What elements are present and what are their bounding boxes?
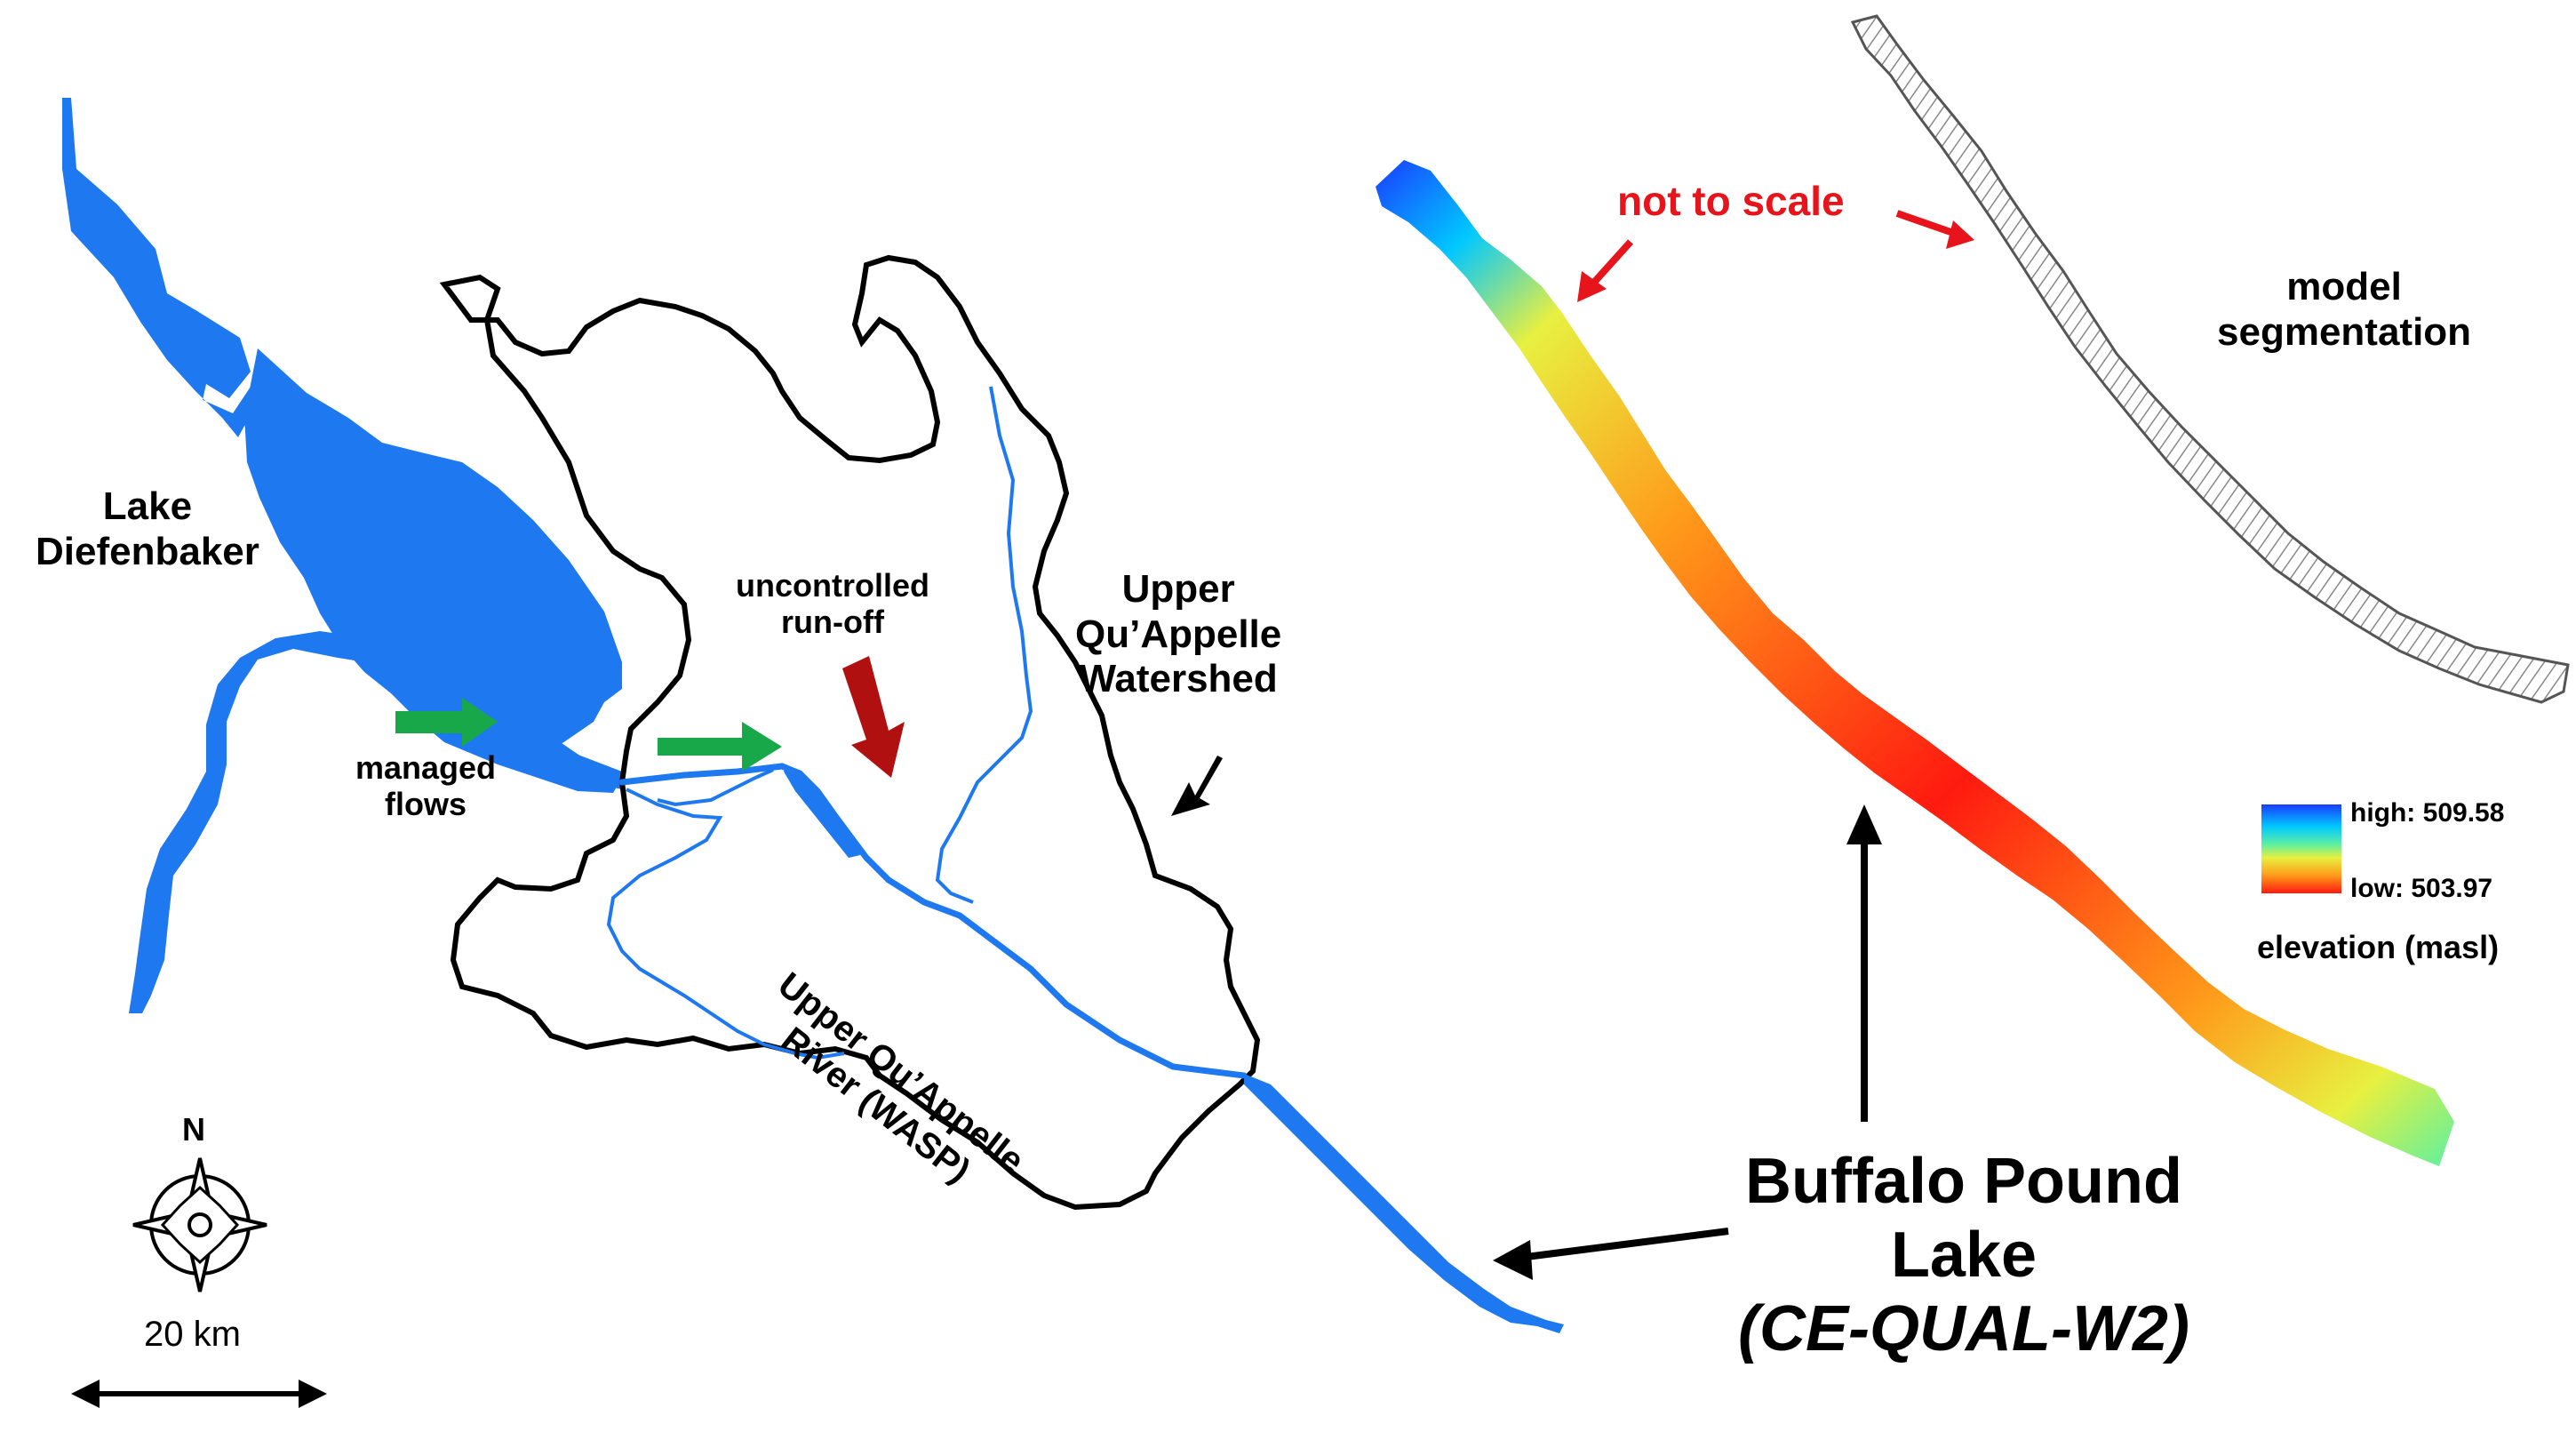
lake-diefenbaker-outflow (569, 751, 622, 789)
scale-bar (71, 1380, 327, 1408)
label-managed-flows-line1: managed (355, 749, 497, 786)
elevation-legend-bar (2261, 804, 2341, 893)
label-uncontrolled-runoff-line2: run-off (781, 604, 884, 641)
label-model-segmentation-line2: segmentation (2217, 309, 2472, 354)
runoff-arrow (842, 656, 905, 778)
label-watershed-line1: Upper (1121, 567, 1235, 611)
lake-diefenbaker-west-arm (129, 604, 471, 1013)
green-arrow-1 (395, 698, 498, 747)
label-model-segmentation-line1: model (2286, 265, 2402, 308)
label-bpl-model: (CE-QUAL-W2) (1738, 1292, 2189, 1364)
northern-tributary (935, 386, 1033, 904)
label-model-segmentation: model segmentation (2217, 265, 2471, 355)
south-tributary (657, 768, 774, 807)
lake-diefenbaker-main (244, 348, 622, 793)
label-bpl-line1: Buffalo Pound (1745, 1146, 2182, 1217)
label-uncontrolled-runoff-line1: uncontrolled (736, 567, 929, 604)
label-watershed-line2: Qu’Appelle (1075, 612, 1282, 656)
label-watershed: Upper Qu’Appelle Watershed (1075, 567, 1281, 702)
label-watershed-line3: Watershed (1079, 657, 1278, 701)
label-lake-diefenbaker: Lake Diefenbaker (36, 484, 259, 574)
label-bpl-line2: Lake (1890, 1219, 2038, 1291)
label-buffalo-pound-lake: Buffalo Pound Lake (CE-QUAL-W2) (1715, 1145, 2213, 1365)
model-segmentation (1850, 14, 2570, 704)
river-lake-reach (784, 764, 860, 858)
label-managed-flows-line2: flows (385, 786, 467, 823)
label-not-to-scale: not to scale (1617, 178, 1845, 224)
upper-quappelle-watershed-boundary (439, 254, 1261, 1211)
label-managed-flows: managed flows (355, 749, 496, 823)
upper-quappelle-river (618, 763, 1248, 1079)
western-tributary (606, 788, 845, 1060)
elevation-pointer-arrow (1846, 804, 1882, 1122)
bpl-elevation-map (1376, 160, 2454, 1166)
compass-north-label: N (182, 1111, 205, 1148)
legend-low-label: low: 503.97 (2350, 874, 2493, 903)
bpl-pointer-arrow (1493, 1228, 1729, 1280)
compass-rose-icon (132, 1157, 267, 1292)
green-arrow-2 (658, 722, 782, 772)
label-lake-diefenbaker-line1: Lake (102, 484, 193, 528)
managed-flows-arrows (395, 698, 782, 772)
buffalo-pound-lake-map (1244, 1074, 1564, 1333)
legend-title: elevation (masl) (2257, 929, 2500, 965)
scale-bar-label: 20 km (144, 1315, 241, 1354)
watershed-pointer-arrow (1171, 756, 1223, 816)
not-to-scale-arrows (1577, 210, 1974, 302)
legend-high-label: high: 509.58 (2350, 798, 2505, 828)
label-uncontrolled-runoff: uncontrolled run-off (736, 567, 929, 641)
label-lake-diefenbaker-line2: Diefenbaker (36, 529, 259, 573)
